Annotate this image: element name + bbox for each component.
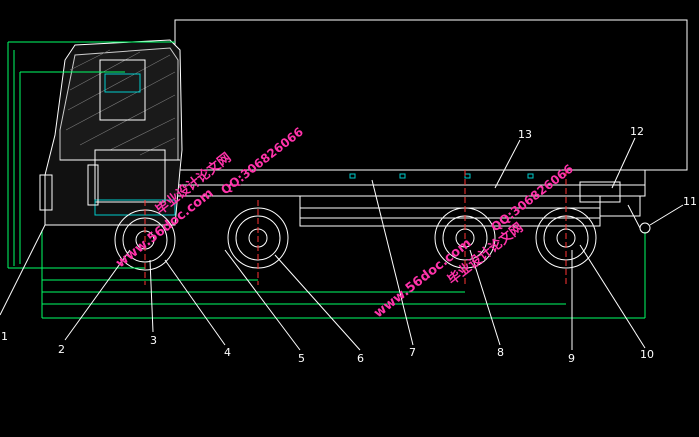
towing-hook bbox=[627, 204, 651, 234]
callout-8: 8 bbox=[497, 346, 504, 359]
watermark-qq-right: QQ:306826066 bbox=[488, 162, 576, 235]
callout-9: 9 bbox=[568, 352, 575, 365]
callout-12: 12 bbox=[630, 125, 644, 138]
callout-2: 2 bbox=[58, 343, 65, 356]
callout-4: 4 bbox=[224, 346, 231, 359]
axle-centerlines bbox=[144, 170, 567, 285]
callout-13: 13 bbox=[518, 128, 532, 141]
callout-10: 10 bbox=[640, 348, 654, 361]
callout-3: 3 bbox=[150, 334, 157, 347]
dimension-lines bbox=[7, 41, 646, 319]
truck-cab bbox=[39, 39, 183, 226]
callout-5: 5 bbox=[298, 352, 305, 365]
leader-lines bbox=[0, 137, 684, 351]
callout-7: 7 bbox=[409, 346, 416, 359]
callout-11: 11 bbox=[683, 195, 697, 208]
callout-6: 6 bbox=[357, 352, 364, 365]
callout-1: 1 bbox=[1, 330, 8, 343]
callout-labels: 1 2 3 4 5 6 7 8 9 10 11 12 13 bbox=[1, 125, 697, 365]
cargo-box bbox=[174, 19, 688, 171]
